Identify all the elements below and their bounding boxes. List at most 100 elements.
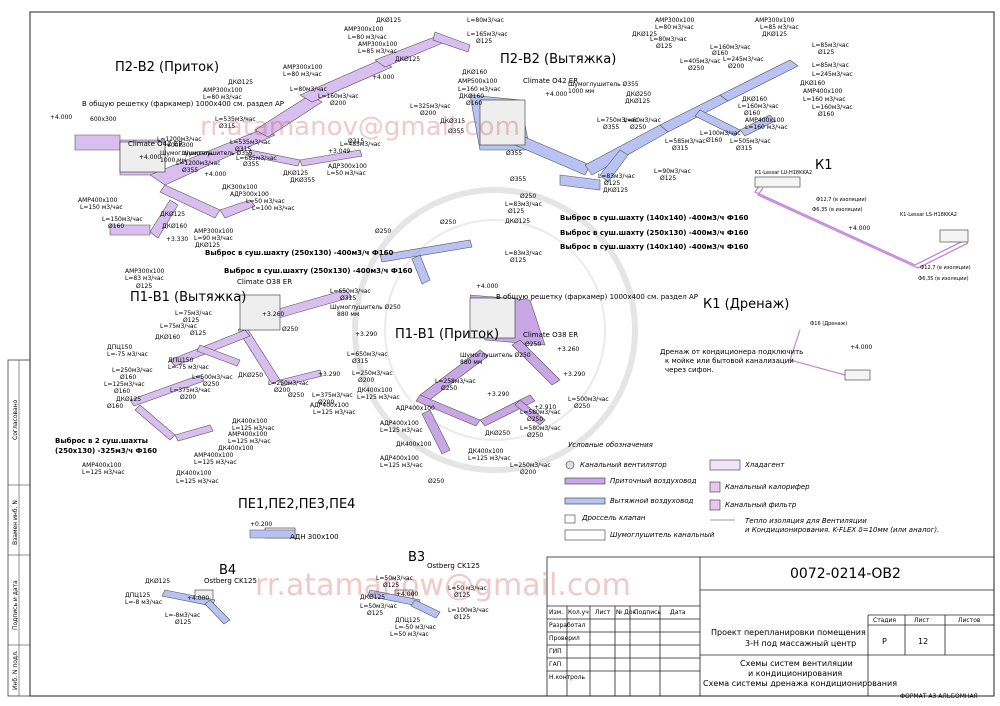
elevation-mark: +4.000 bbox=[848, 225, 871, 232]
duct-label: L=50 м3/час bbox=[327, 170, 366, 177]
unit-label: АДН 300х100 bbox=[290, 533, 339, 541]
duct-label: L=585м3/час bbox=[665, 138, 706, 145]
duct-label: ДПЦ125 bbox=[125, 592, 151, 599]
duct-label: L=75м3/час bbox=[175, 310, 212, 317]
duct-label: L=580м3/час bbox=[520, 409, 561, 416]
duct-label: L=250м3/час bbox=[268, 380, 309, 387]
elevation-mark: +3.290 bbox=[487, 391, 510, 398]
duct-label: Ø125 bbox=[508, 208, 525, 215]
system-title-p2v2-exhaust: П2-В2 (Вытяжка) bbox=[500, 52, 617, 67]
duct-label: ДПЦ125 bbox=[395, 617, 421, 624]
duct-label: ДКØ125 bbox=[762, 31, 788, 38]
duct-label: АМР400х100 bbox=[78, 197, 118, 204]
duct-label: L=250м3/час bbox=[510, 462, 551, 469]
legend-item: Хладагент bbox=[745, 461, 785, 469]
duct-label: L=160м3/час bbox=[318, 93, 359, 100]
duct-label: Ø125 bbox=[136, 283, 153, 290]
duct-label: ДКØ160 bbox=[459, 93, 485, 100]
duct-label: ДКØ160 bbox=[800, 80, 826, 87]
duct-label: Ø355 bbox=[182, 167, 199, 174]
duct-label: L=650м3/час bbox=[347, 351, 388, 358]
duct-label: ДК400х100 bbox=[218, 445, 254, 452]
note: через сифон. bbox=[665, 366, 714, 374]
system-title-p1v1-supply: П1-В1 (Приток) bbox=[395, 327, 500, 342]
duct-label: Ø125 bbox=[656, 43, 673, 50]
duct-label: Ø315 bbox=[352, 358, 369, 365]
note: Выброс в суш.шахту (250х130) -400м3/ч Ф1… bbox=[560, 229, 749, 237]
duct-label: L=505м3/час bbox=[730, 138, 771, 145]
duct-label: Ø250 bbox=[688, 65, 705, 72]
note: В общую решетку (фаркамер) 1000х400 см. … bbox=[496, 293, 699, 301]
duct-label: ДКØ160 bbox=[155, 334, 181, 341]
duct-label: Ø200 bbox=[180, 394, 197, 401]
elevation-mark: +3.290 bbox=[318, 371, 341, 378]
duct-label: L=125 м3/час bbox=[468, 455, 511, 462]
k1-refrigerant-lines bbox=[753, 184, 969, 269]
duct-label: Шумоглушитель bbox=[160, 150, 213, 157]
duct-label: Ø315 bbox=[736, 145, 753, 152]
duct-label: Ø250 bbox=[282, 326, 299, 333]
duct-label: L=125 м3/час bbox=[380, 462, 423, 469]
duct-label: ДКØ125 bbox=[603, 187, 629, 194]
note: Дренаж от кондиционера подключить bbox=[660, 348, 804, 356]
duct-label: 600х300 bbox=[90, 116, 117, 123]
duct-label: Ø160 bbox=[108, 223, 125, 230]
k1-outdoor-unit bbox=[939, 229, 969, 243]
duct-label: L=83м3/час bbox=[505, 250, 542, 257]
tb-row: Н.контроль bbox=[549, 674, 585, 681]
duct-label: ДКØ125 bbox=[145, 578, 171, 585]
duct-label: L=80 м3/час bbox=[203, 94, 242, 101]
duct-label: Ø250 bbox=[441, 385, 458, 392]
elevation-mark: +4.000 bbox=[50, 114, 73, 121]
duct-label: L=125 м3/час bbox=[232, 425, 275, 432]
duct-label: ДКØ125 bbox=[395, 56, 421, 63]
elevation-mark: +4.000 bbox=[396, 591, 419, 598]
duct-label: ДКØ125 bbox=[376, 17, 402, 24]
duct-label: ДКØ160 bbox=[162, 223, 188, 230]
duct-label: 880 мм bbox=[460, 359, 483, 366]
duct-label: Ø200 bbox=[358, 377, 375, 384]
legend-item: Приточный воздуховод bbox=[610, 477, 697, 485]
unit-label: K1-Lessar LU-H18KKA2 bbox=[755, 170, 813, 176]
tb-row: Разработал bbox=[549, 622, 586, 629]
duct-label: Ø200 bbox=[318, 399, 335, 406]
tb-col-header: Кол.уч bbox=[568, 609, 589, 616]
elevation-mark: +4.000 bbox=[476, 283, 499, 290]
fan-units bbox=[119, 99, 526, 601]
duct-label: L=160 м3/час bbox=[745, 124, 788, 131]
side-stamp-label: Подпись и дата bbox=[12, 580, 19, 630]
duct-label: L=750м3/час bbox=[597, 117, 638, 124]
duct-label: L=85 м3/час bbox=[358, 48, 397, 55]
duct-label: L=375м3/час bbox=[170, 387, 211, 394]
k1-indoor-unit bbox=[754, 176, 801, 188]
duct-label: АДР400х100 bbox=[310, 402, 349, 409]
duct-label: L=90 м3/час bbox=[194, 235, 233, 242]
elevation-mark: +3.290 bbox=[563, 371, 586, 378]
duct-label: L=100м3/час bbox=[448, 607, 489, 614]
duct-label: L=80 м3/час bbox=[283, 71, 322, 78]
duct-label: АМР300х100 bbox=[358, 41, 398, 48]
duct-label: L=90м3/час bbox=[654, 168, 691, 175]
duct-label: L=125 м3/час bbox=[357, 394, 400, 401]
duct-label: L=580м3/час bbox=[520, 425, 561, 432]
duct-label: Ø315 bbox=[235, 146, 252, 153]
system-title-v4: В4 bbox=[219, 563, 237, 578]
drawing-frame bbox=[29, 11, 995, 697]
duct-label: ДКØ355 bbox=[290, 177, 316, 184]
note: Ф6,35 (в изоляции) bbox=[918, 276, 969, 282]
duct-label: Ø250 bbox=[520, 193, 537, 200]
drawing-code: 0072-0214-ОВ2 bbox=[790, 566, 901, 582]
duct-label: Ø125 bbox=[454, 592, 471, 599]
duct-label: Ø250 bbox=[203, 381, 220, 388]
legend-item: Дроссель клапан bbox=[582, 514, 646, 522]
duct-label: L=150 м3/час bbox=[80, 204, 123, 211]
duct-label: Ø355 bbox=[510, 176, 527, 183]
duct-label: Ø355 bbox=[603, 124, 620, 131]
duct-label: L=125 м3/час bbox=[176, 478, 219, 485]
duct-label: ДКØ160 bbox=[742, 96, 768, 103]
note: к мойке или бытовой канализации bbox=[665, 357, 794, 365]
duct-label: АМР500х100 bbox=[458, 78, 498, 85]
duct-label: АМР400х100 bbox=[228, 431, 268, 438]
duct-label: 1000 мм bbox=[160, 157, 187, 164]
duct-label: АДР400х100 bbox=[380, 455, 419, 462]
